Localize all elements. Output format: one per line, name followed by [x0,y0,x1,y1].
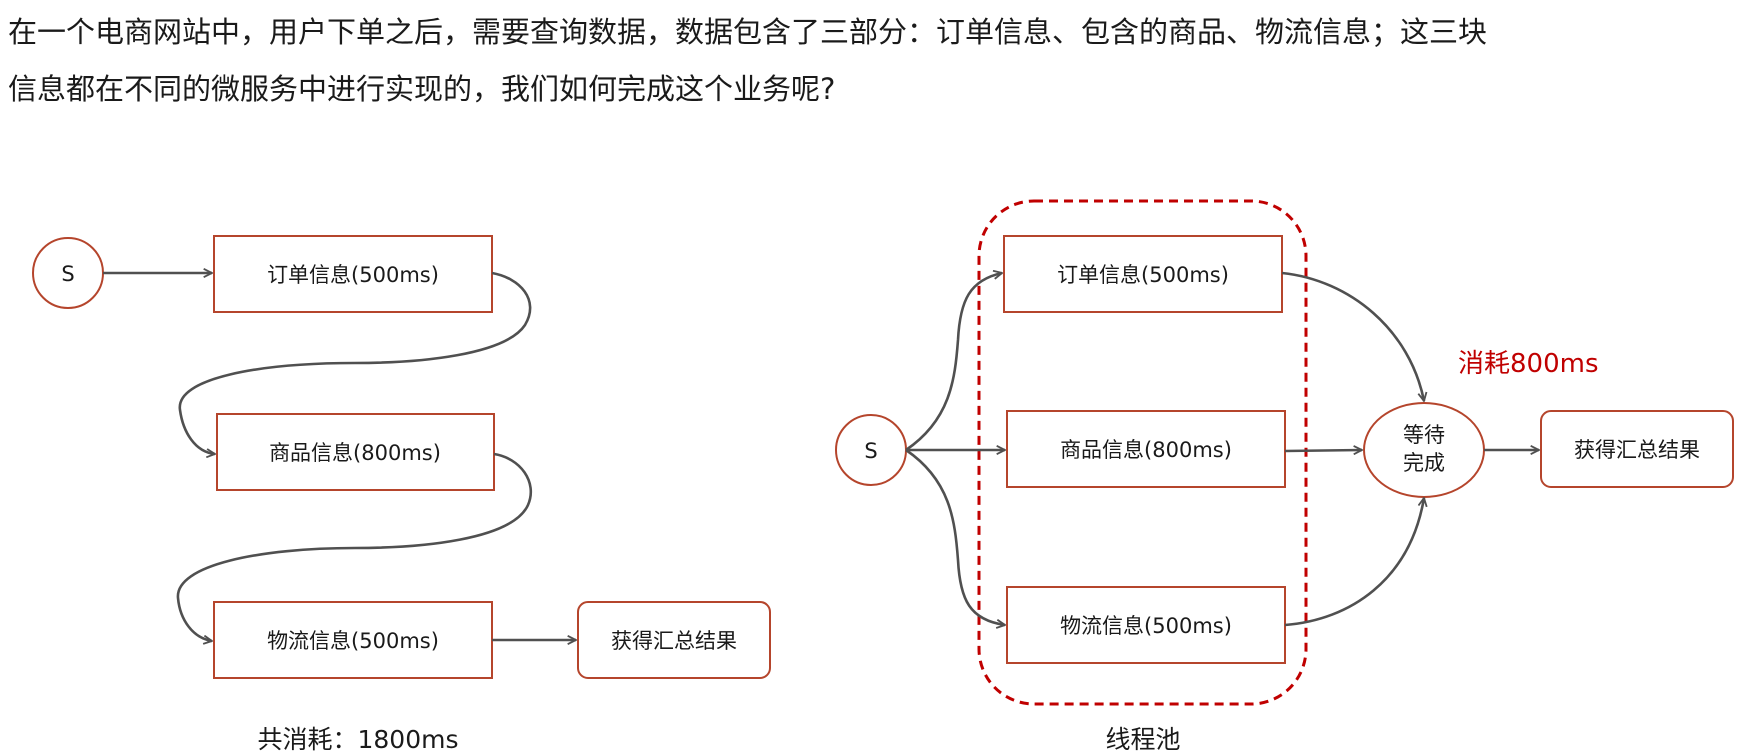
wait-label-line-1: 等待 [1403,423,1445,447]
parallel-edge-goods-wait [1284,450,1362,451]
parallel-goods-node: 商品信息(800ms) [1006,410,1286,488]
serial-order-node: 订单信息(500ms) [213,235,493,313]
intro-text: 在一个电商网站中，用户下单之后，需要查询数据，数据包含了三部分：订单信息、包含的… [8,4,1708,118]
serial-result-node: 获得汇总结果 [577,601,771,679]
serial-goods-label: 商品信息(800ms) [269,441,441,465]
parallel-edge-order-wait [1281,271,1424,401]
parallel-goods-label: 商品信息(800ms) [1060,438,1232,462]
parallel-logistics-label: 物流信息(500ms) [1060,614,1232,638]
parallel-edge-start-order [905,273,1002,452]
serial-goods-node: 商品信息(800ms) [216,413,495,491]
serial-logistics-node: 物流信息(500ms) [213,601,493,679]
serial-edge-goods-logistics [176,452,533,641]
serial-total-caption: 共消耗：1800ms [257,725,458,754]
intro-line-1: 在一个电商网站中，用户下单之后，需要查询数据，数据包含了三部分：订单信息、包含的… [8,15,1488,49]
parallel-order-label: 订单信息(500ms) [1057,263,1229,287]
parallel-logistics-node: 物流信息(500ms) [1006,586,1286,664]
parallel-edge-start-logistics [905,448,1005,625]
parallel-start-label: S [864,439,877,463]
serial-logistics-label: 物流信息(500ms) [267,629,439,653]
parallel-diagram: S 订单信息(500ms) 商品信息(800ms) 物流信息(500ms) 等待… [835,199,1734,754]
thread-pool-caption: 线程池 [1105,725,1180,754]
serial-start-node: S [32,237,104,309]
thread-pool-boundary [977,199,1308,706]
parallel-order-node: 订单信息(500ms) [1003,235,1283,313]
serial-result-label: 获得汇总结果 [611,629,737,653]
intro-line-2: 信息都在不同的微服务中进行实现的，我们如何完成这个业务呢? [8,72,836,106]
serial-edge-order-goods [178,271,532,454]
wait-label-line-2: 完成 [1403,451,1445,475]
cost-label: 消耗800ms [1458,349,1599,379]
serial-order-label: 订单信息(500ms) [267,263,439,287]
serial-start-label: S [61,262,74,286]
parallel-result-node: 获得汇总结果 [1540,410,1734,488]
parallel-start-node: S [835,414,907,486]
wait-complete-node: 等待 完成 [1363,402,1485,498]
parallel-result-label: 获得汇总结果 [1574,438,1700,462]
serial-diagram: S 订单信息(500ms) 商品信息(800ms) 物流信息(500ms) 获得… [32,235,771,754]
parallel-edge-logistics-wait [1284,498,1424,627]
